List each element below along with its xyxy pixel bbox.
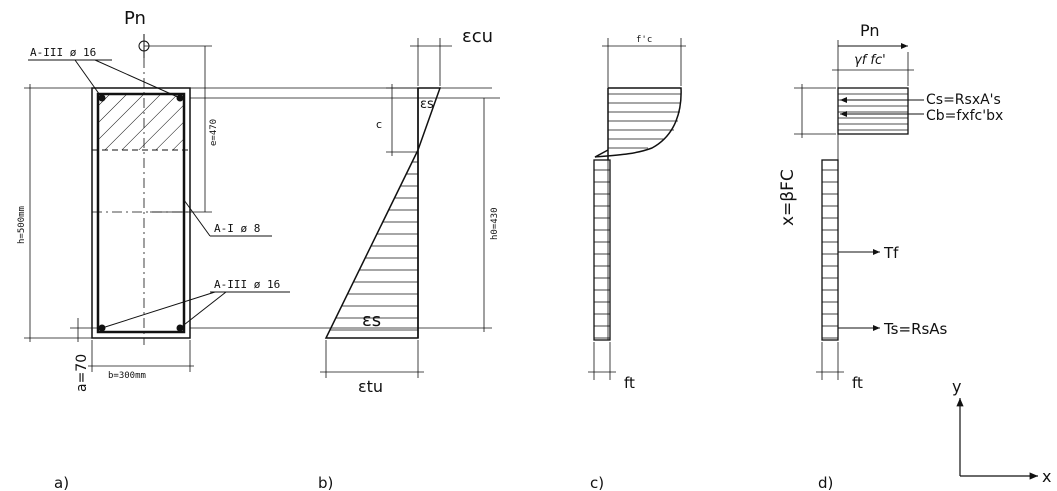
fpc-label: f'c	[636, 35, 652, 45]
tension-block-hatching	[822, 169, 838, 339]
eps-s-label: εs	[362, 310, 381, 331]
rebar-top-leader-1	[74, 59, 103, 99]
compression-stress-hatching	[608, 93, 681, 149]
ft-d-label: ft	[852, 374, 863, 392]
caption-d: d)	[818, 474, 833, 491]
compression-stress-curve	[594, 87, 682, 158]
caption-a: a)	[54, 474, 69, 491]
caption-c: c)	[590, 474, 604, 491]
tension-strain-hatching	[329, 161, 418, 331]
coordinate-axes: y x	[952, 377, 1051, 486]
cs-label: Cs=RsxA's	[926, 92, 1001, 108]
dim-h-label: h=500mm	[17, 206, 27, 244]
x-axis-label: x	[1042, 467, 1051, 486]
gamma-label: γf fc'	[854, 53, 886, 68]
tension-stress-hatching-c	[594, 169, 610, 339]
h0-label: h0=430	[490, 207, 500, 240]
rebar-top-leader-2	[94, 59, 181, 99]
x-depth-label: x=βFC	[778, 169, 798, 226]
eps-s-top-label: εs	[420, 97, 434, 112]
compression-strain-triangle	[417, 87, 442, 151]
tf-label: Tf	[883, 244, 899, 262]
tension-stress-block-c	[593, 159, 611, 341]
width-label: b=300mm	[108, 371, 146, 381]
caption-b: b)	[318, 474, 333, 491]
rebar-bottom-label: A-III ø 16	[214, 278, 280, 291]
y-axis-label: y	[952, 377, 961, 396]
dim-e-label: e=470	[209, 119, 219, 146]
cb-label: Cb=fxfc'bx	[926, 108, 1003, 124]
compression-block-hatching	[838, 93, 908, 131]
rebar-bottom-leader-2	[179, 291, 227, 329]
section-outline	[91, 87, 191, 339]
compression-zone	[98, 94, 184, 150]
panel-c-stress: f'c ft	[588, 35, 686, 392]
ft-c-label: ft	[624, 374, 635, 392]
eps-cu-label: εcu	[462, 26, 493, 47]
rebar-top-label: A-III ø 16	[30, 46, 96, 59]
panel-a-load-label: Pn	[124, 8, 146, 29]
panel-b-strain: εcu εs c h0=430 εs εtu	[190, 26, 500, 396]
stirrup-leader	[183, 199, 211, 237]
panel-d-forces: Pn γf fc' Cs=RsxA's Cb=fxfc'bx x=βFC Tf …	[778, 21, 1003, 392]
ts-label: Ts=RsAs	[883, 320, 948, 338]
eps-tu-label: εtu	[358, 377, 383, 396]
rebar-bottom-leader-1	[101, 291, 216, 329]
compression-block-d	[837, 87, 909, 135]
tension-block-d	[821, 159, 839, 341]
stirrup-label: A-I ø 8	[214, 222, 260, 235]
cover-label: a=70	[74, 354, 90, 392]
panel-a-section: Pn A-III ø 16 e=470 h=500mm	[17, 8, 290, 392]
tension-strain-triangle	[324, 149, 419, 339]
panel-d-load-label: Pn	[860, 21, 880, 40]
depth-c-label: c	[376, 118, 382, 131]
